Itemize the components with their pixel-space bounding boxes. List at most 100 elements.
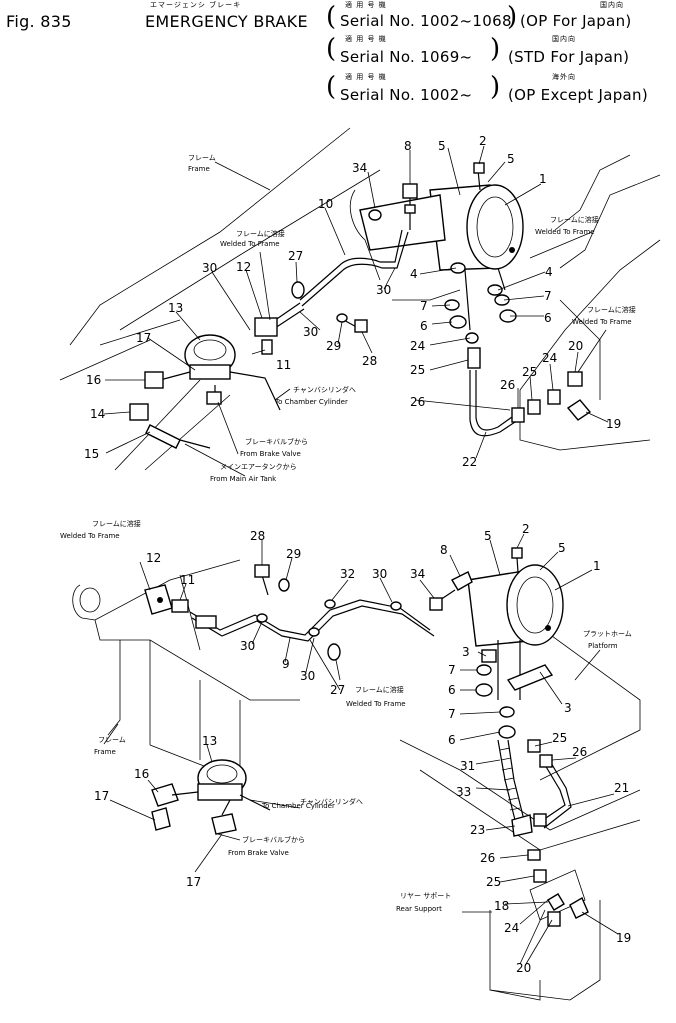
note-brake-valve-jp: ブレーキバルブから	[242, 835, 305, 844]
serial-jp-1: 適 用 号 機	[345, 1, 387, 9]
callout: 30	[376, 283, 391, 297]
washer-7	[476, 664, 492, 676]
callout: 3	[462, 645, 470, 659]
fitting-26	[511, 407, 525, 423]
fitting-25b	[527, 399, 541, 415]
note-brake-valve: From Brake Valve	[240, 450, 301, 458]
bolt	[464, 269, 471, 331]
fitting-11	[171, 599, 189, 613]
relay-valve-cap	[193, 339, 227, 361]
callout: 22	[462, 455, 477, 469]
block-20	[547, 911, 561, 927]
chamber-cylinder-face	[516, 576, 554, 634]
cylinder-port	[509, 247, 515, 253]
top-notes: フレーム Frame フレームに溶接 Welded To Frame フレームに…	[188, 154, 636, 483]
fitting-11	[261, 339, 273, 355]
fitting-19	[566, 399, 592, 421]
valve-8	[402, 183, 418, 199]
callout: 25	[410, 363, 425, 377]
line	[221, 799, 231, 816]
fitting-34-nut	[429, 597, 443, 611]
title-jp: エマージェンシ ブレーキ	[150, 1, 242, 9]
note-welded: Welded To Frame	[220, 240, 280, 248]
serial-1: Serial No. 1002~1068	[340, 12, 512, 30]
clamp-27	[291, 281, 305, 299]
note-chamber: To Chamber Cylinder	[274, 398, 348, 406]
fitting-24	[465, 332, 479, 344]
frame-outline	[59, 339, 151, 381]
callout: 7	[448, 707, 456, 721]
bottom-callouts: 1 2 3 3 5 5 6 6 7 7 8 9 11 12 13 16 17 1…	[94, 522, 631, 975]
callout: 11	[276, 358, 291, 372]
valve-8	[451, 571, 473, 591]
hose-22	[475, 370, 513, 431]
note-brake-valve-jp: ブレーキバルブから	[245, 437, 308, 446]
frame-hole	[79, 587, 101, 613]
note-welded-jp: フレームに溶接	[587, 305, 636, 314]
callout: 13	[202, 734, 217, 748]
washer-7b	[499, 706, 515, 718]
elbow	[159, 371, 191, 381]
washer-4b	[487, 284, 503, 296]
callout: 13	[168, 301, 183, 315]
callout: 15	[84, 447, 99, 461]
note-welded: Welded To Frame	[572, 318, 632, 326]
callout: 12	[146, 551, 161, 565]
callout: 26	[572, 745, 587, 759]
fitting-26c	[527, 849, 541, 861]
frame-outline	[107, 640, 121, 736]
block-3	[481, 649, 497, 663]
platform-outline	[529, 619, 641, 781]
figure-label: Fig. 835	[6, 12, 72, 31]
frame-outline	[69, 127, 351, 346]
note-frame: Frame	[188, 165, 210, 173]
fitting-25	[467, 347, 481, 369]
clamp	[390, 601, 402, 611]
clamp-27	[327, 643, 341, 661]
bolt-28	[261, 574, 269, 596]
relay-valve-cap	[206, 764, 238, 784]
note-rear-support-jp: リヤー サポート	[400, 892, 451, 900]
callout: 6	[420, 319, 428, 333]
callout: 9	[282, 657, 290, 671]
callout: 28	[250, 529, 265, 543]
block-12	[254, 317, 278, 337]
callout: 20	[516, 961, 531, 975]
serial-jp-2: 適 用 号 機	[345, 35, 387, 43]
callout: 24	[410, 339, 425, 353]
callout: 12	[236, 260, 251, 274]
line-to-chamber	[229, 371, 281, 411]
spec-3: (OP Except Japan)	[508, 86, 648, 104]
callout: 17	[136, 331, 151, 345]
callout: 8	[440, 543, 448, 557]
callout: 21	[614, 781, 629, 795]
callout: 3	[564, 701, 572, 715]
nut-6b	[498, 725, 516, 739]
callout: 30	[202, 261, 217, 275]
washer-4	[450, 262, 466, 274]
callout: 8	[404, 139, 412, 153]
callout: 30	[303, 325, 318, 339]
callout: 6	[448, 683, 456, 697]
callout: 18	[494, 899, 509, 913]
note-welded-jp: フレームに溶接	[550, 215, 599, 224]
callout: 16	[86, 373, 101, 387]
pipe-21	[543, 762, 572, 829]
nut	[404, 204, 416, 214]
chamber-cylinder-face	[476, 196, 514, 258]
bracket-open: (	[326, 34, 337, 64]
callout: 29	[326, 339, 341, 353]
bracket-close: )	[490, 72, 501, 102]
callout: 29	[286, 547, 301, 561]
bolt-head	[254, 564, 270, 578]
elbow-16	[151, 783, 179, 807]
callout: 31	[460, 759, 475, 773]
callout: 7	[448, 663, 456, 677]
hose-33-braid	[499, 747, 521, 811]
callout: 30	[240, 639, 255, 653]
frame-outline	[559, 299, 601, 400]
spec-jp-3: 海外向	[552, 73, 576, 81]
frame-outline	[519, 239, 661, 451]
note-rear-support: Rear Support	[396, 905, 442, 913]
callout: 24	[504, 921, 519, 935]
